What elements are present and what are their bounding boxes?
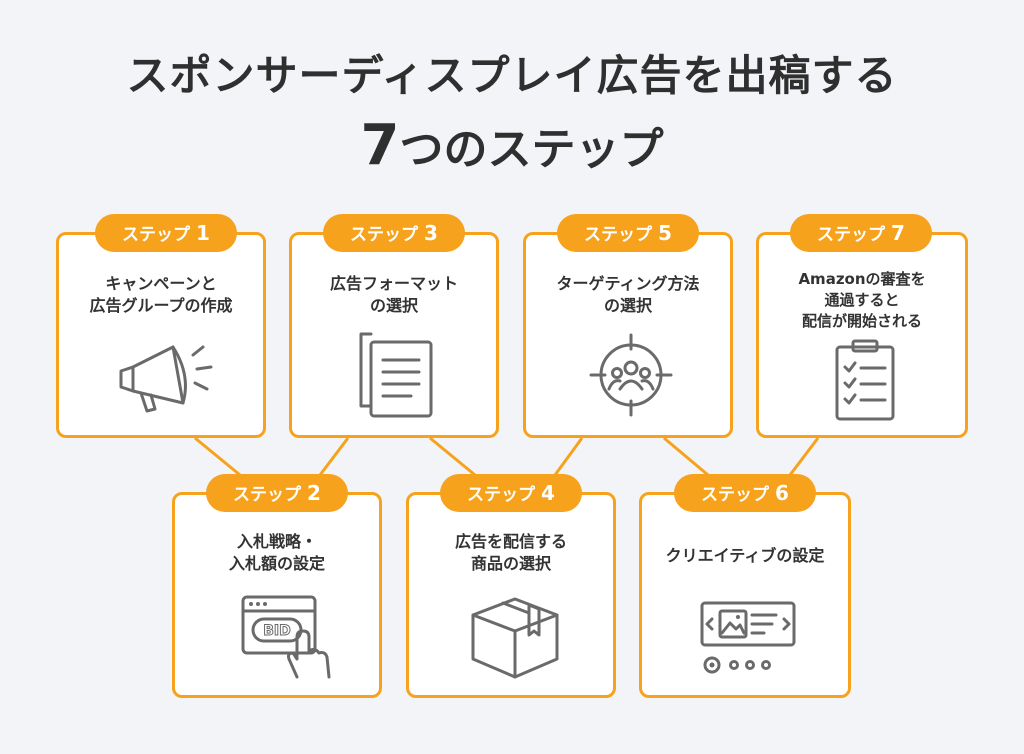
step-1-number: 1 <box>196 221 210 245</box>
svg-text:BID: BID <box>263 623 291 639</box>
step-3-description: 広告フォーマット の選択 <box>292 273 496 317</box>
step-7-line-1: Amazonの審査を <box>798 270 926 288</box>
step-4-line-2: 商品の選択 <box>470 554 551 573</box>
step-card-7: Amazonの審査を 通過すると 配信が開始される <box>756 232 968 438</box>
title-line-1: スポンサーディスプレイ広告を出稿する <box>126 51 898 100</box>
step-3-line-2: の選択 <box>369 296 418 315</box>
step-6-line-1: クリエイティブの設定 <box>665 546 825 565</box>
step-card-6: クリエイティブの設定 <box>639 492 851 698</box>
step-6-description: クリエイティブの設定 <box>642 545 848 567</box>
connector-6-7 <box>788 437 820 476</box>
step-3-line-1: 広告フォーマット <box>329 274 458 293</box>
step-4-label: ステップ <box>467 485 536 505</box>
documents-icon <box>359 332 433 418</box>
step-2-line-1: 入札戦略・ <box>236 532 317 551</box>
step-5-description: ターゲティング方法 の選択 <box>526 273 730 317</box>
step-7-label: ステップ <box>817 225 886 245</box>
connector-5-6 <box>663 436 709 477</box>
step-5-label: ステップ <box>584 225 653 245</box>
step-7-line-2: 通過すると <box>824 291 900 309</box>
step-card-2: 入札戦略・ 入札額の設定 BID <box>172 492 382 698</box>
step-2-description: 入札戦略・ 入札額の設定 <box>175 531 379 575</box>
checklist-icon <box>835 339 895 421</box>
title-line-2-text: つのステップ <box>399 124 664 175</box>
step-4-description: 広告を配信する 商品の選択 <box>409 531 613 575</box>
megaphone-icon <box>119 345 213 413</box>
step-card-5: ターゲティング方法 の選択 <box>523 232 733 438</box>
title-line-2: 7つのステップ <box>0 116 1024 180</box>
step-4-line-1: 広告を配信する <box>454 532 567 551</box>
page-title: スポンサーディスプレイ広告を出稿する 7つのステップ <box>0 48 1024 180</box>
step-3-label: ステップ <box>350 225 419 245</box>
step-4-number: 4 <box>541 481 555 505</box>
step-5-line-1: ターゲティング方法 <box>556 274 700 293</box>
step-7-description: Amazonの審査を 通過すると 配信が開始される <box>759 269 965 332</box>
step-2-line-2: 入札額の設定 <box>228 554 325 573</box>
step-1-line-2: 広告グループの作成 <box>89 296 233 315</box>
connector-1-2 <box>194 436 241 477</box>
step-1-label: ステップ <box>122 225 191 245</box>
step-6-number: 6 <box>775 481 789 505</box>
connector-3-4 <box>429 436 476 477</box>
step-card-4: 広告を配信する 商品の選択 <box>406 492 616 698</box>
step-1-description: キャンペーンと 広告グループの作成 <box>59 273 263 317</box>
step-7-number: 7 <box>891 221 905 245</box>
step-2-label: ステップ <box>233 485 302 505</box>
step-1-line-1: キャンペーンと <box>105 274 217 293</box>
step-card-1: キャンペーンと 広告グループの作成 <box>56 232 266 438</box>
step-5-line-2: の選択 <box>603 296 652 315</box>
box-icon <box>471 597 559 679</box>
step-card-3: 広告フォーマット の選択 <box>289 232 499 438</box>
step-3-number: 3 <box>424 221 438 245</box>
step-5-number: 5 <box>658 221 672 245</box>
creative-layout-icon <box>700 601 796 674</box>
bid-click-icon: BID <box>241 595 331 679</box>
title-step-count: 7 <box>360 113 400 178</box>
step-6-label: ステップ <box>701 485 770 505</box>
connector-2-3 <box>318 437 350 476</box>
step-7-line-3: 配信が開始される <box>801 312 922 330</box>
step-2-number: 2 <box>307 481 321 505</box>
connector-4-5 <box>553 437 584 476</box>
target-audience-icon <box>589 333 673 417</box>
